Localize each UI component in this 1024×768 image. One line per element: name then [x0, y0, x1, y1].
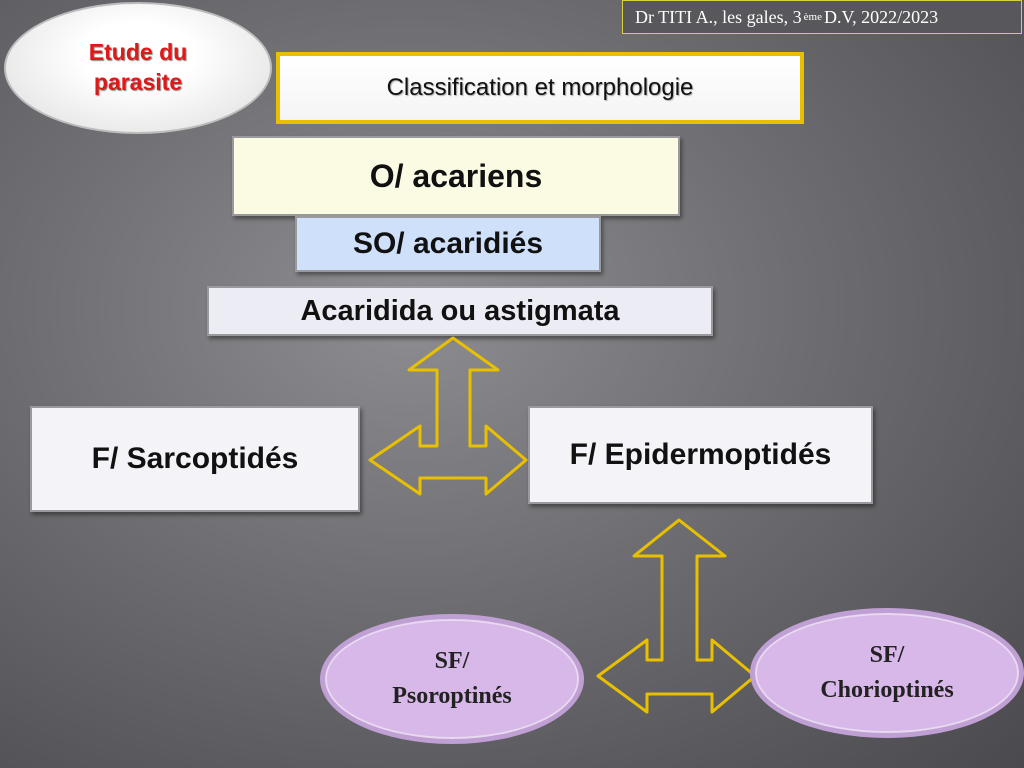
node-infraorder-label: Acaridida ou astigmata	[300, 294, 620, 327]
node-subfamily-psoroptines: SF/ Psoroptinés	[320, 614, 584, 744]
node-subfamily-chorioptines-label: SF/ Chorioptinés	[820, 642, 954, 703]
header-note-sup: ème	[803, 11, 822, 23]
node-order: O/ acariens	[232, 136, 680, 216]
header-note-suffix: D.V, 2022/2023	[823, 6, 939, 27]
node-subfamily-psoroptines-label: SF/ Psoroptinés	[392, 648, 512, 709]
slide-title: Classification et morphologie	[276, 52, 804, 124]
node-subfamily-chorioptines: SF/ Chorioptinés	[750, 608, 1024, 738]
node-family-epidermoptides: F/ Epidermoptidés	[528, 406, 873, 504]
badge-label: Etude du parasite	[88, 39, 188, 95]
header-note-prefix: Dr TITI A., les gales, 3	[635, 6, 802, 27]
node-family-sarcoptides: F/ Sarcoptidés	[30, 406, 360, 512]
upper-tee-arrow	[368, 336, 528, 496]
node-infraorder: Acaridida ou astigmata	[207, 286, 713, 336]
slide-title-text: Classification et morphologie	[386, 74, 694, 101]
lower-tee-arrow	[596, 518, 757, 714]
node-suborder: SO/ acaridiés	[295, 216, 601, 272]
node-order-label: O/ acariens	[369, 157, 543, 194]
node-family-epidermoptides-label: F/ Epidermoptidés	[569, 438, 832, 471]
node-family-sarcoptides-label: F/ Sarcoptidés	[91, 442, 299, 475]
node-suborder-label: SO/ acaridiés	[352, 227, 544, 260]
section-badge: Etude du parasite	[4, 2, 272, 134]
